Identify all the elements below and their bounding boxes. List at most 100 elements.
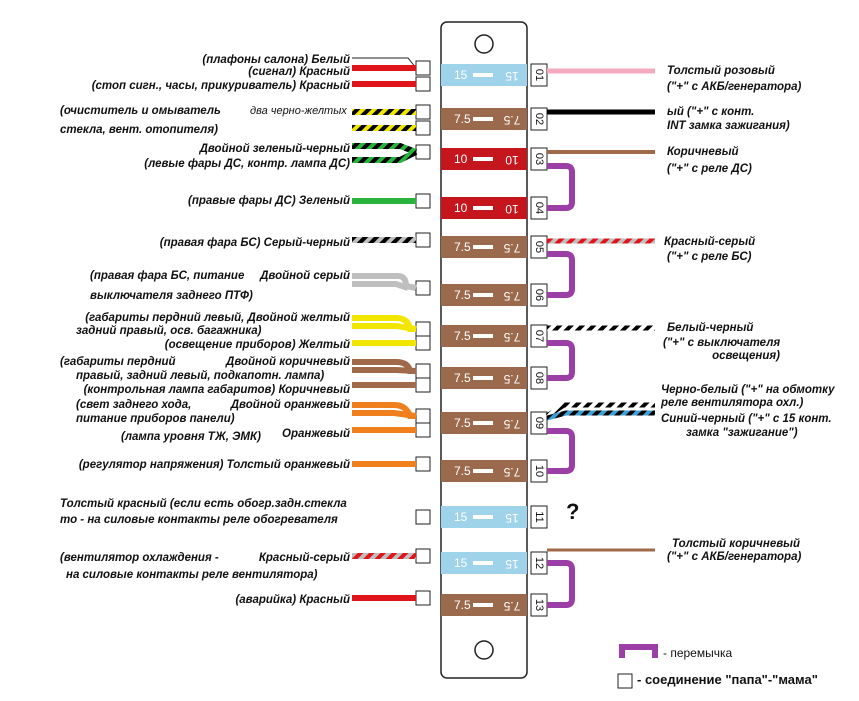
terminal-number-03: 03 — [533, 153, 545, 165]
fuse-13-link — [473, 603, 493, 607]
connector-left-12 — [415, 377, 431, 393]
terminal-number-10: 10 — [533, 465, 545, 477]
question-mark: ? — [566, 499, 580, 524]
jumper-05-06 — [547, 251, 575, 298]
mount-hole-bottom — [474, 640, 494, 660]
label-fuse01-right-desc: ("+" с АКБ/генератора) — [667, 81, 802, 93]
fuse-11-rating-mirror: 15 — [505, 511, 519, 525]
label-fuse09-right-wire1: Черно-белый ("+" на обмотку — [661, 384, 835, 396]
fuse-08-link — [473, 376, 493, 380]
jumper-12-13 — [547, 560, 575, 608]
fuse-04-link — [473, 206, 493, 210]
label-fuse03-right-wire: Коричневый — [667, 146, 739, 158]
fuse-03-rating: 10 — [454, 152, 468, 166]
label-fuse07-b: задний правый, осв. багажника) — [76, 325, 262, 337]
fuse-07-link — [473, 334, 493, 338]
label-fuse09-b: питание приборов панели) — [76, 413, 235, 425]
label-fuse07-right-desc: ("+" с выключателя — [663, 337, 781, 349]
legend-connector-symbol — [617, 673, 633, 689]
connector-left-5 — [415, 144, 431, 160]
connector-left-8 — [415, 280, 431, 296]
connector-left-6 — [415, 193, 431, 209]
fuse-09-rating: 7.5 — [454, 416, 471, 430]
fuse-13-rating-mirror: 7.5 — [503, 599, 520, 613]
connector-left-15 — [415, 456, 431, 472]
fuse-06-link — [473, 293, 493, 297]
mount-hole-top — [474, 34, 494, 54]
fuse-05-link — [473, 245, 493, 249]
wire-r09-black-white — [545, 402, 655, 419]
label-fuse08-c: (контрольная лампа габаритов) Коричневый — [83, 384, 350, 396]
label-fuse02-wire: два черно-желтых — [250, 105, 347, 117]
legend-connector-label: - соединение "папа"-"мама" — [637, 672, 818, 687]
terminal-right-02 — [530, 107, 548, 131]
label-fuse04: (правые фары ДС) Зеленый — [188, 195, 350, 207]
terminal-number-01: 01 — [533, 69, 545, 81]
label-fuse09-right-desc2: замка "зажигание") — [686, 427, 798, 439]
label-fuse06-desc: (правая фара БС, питание — [90, 270, 245, 282]
connector-left-16 — [415, 509, 431, 525]
label-fuse12-right-wire: Толстый коричневый — [672, 538, 801, 550]
connector-left-13 — [415, 408, 431, 424]
jumper-07-08 — [547, 340, 575, 381]
label-fuse09-wire2: Оранжевый — [282, 428, 350, 440]
fuse-10-rating: 7.5 — [454, 464, 471, 478]
terminal-right-01 — [530, 63, 548, 87]
label-fuse08-b: правый, задний левый, подкапотн. лампа) — [76, 370, 325, 382]
label-fuse10: (регулятор напряжения) Толстый оранжевый — [78, 459, 350, 471]
label-fuse11-a: Толстый красный (если есть обогр.задн.ст… — [60, 498, 347, 510]
fuse-06-rating: 7.5 — [454, 288, 471, 302]
terminal-number-07: 07 — [533, 330, 545, 342]
fuse-02-rating: 7.5 — [454, 112, 471, 126]
fuse-03-link — [473, 157, 493, 161]
fuse-11: 15 15 11 — [441, 505, 548, 529]
fuse-08-rating-mirror: 7.5 — [503, 372, 520, 386]
label-fuse09-right-desc1: реле вентилятора охл.) — [661, 397, 804, 409]
label-fuse07-c: (освещение приборов) Желтый — [164, 339, 350, 351]
label-fuse09-wire: Двойной оранжевый — [230, 399, 350, 411]
connector-left-1 — [415, 60, 431, 76]
label-fuse02-glass: стекла, вент. отопителя) — [60, 124, 218, 136]
label-fuse07-right-desc2: освещения) — [712, 350, 780, 362]
fuse-11-rating: 15 — [454, 510, 468, 524]
label-fuse09-right-wire2: Синий-черный ("+" с 15 конт. — [661, 413, 832, 425]
label-fuse06-wire: Двойной серый — [260, 270, 350, 282]
fuse-12-rating: 15 — [454, 556, 468, 570]
fuse-09-rating-mirror: 7.5 — [503, 417, 520, 431]
connector-left-10 — [415, 335, 431, 351]
label-fuse01-white: (плафоны салона) Белый — [202, 54, 350, 66]
terminal-right-09 — [530, 411, 548, 435]
wire-f03-green-black-2 — [352, 149, 418, 163]
fuse-02-link — [473, 117, 493, 121]
label-fuse06-desc2: выключателя заднего ПТФ) — [90, 290, 253, 302]
fuse-06-rating-mirror: 7.5 — [503, 289, 520, 303]
label-fuse12-a: (вентилятор охлаждения - — [60, 552, 219, 564]
terminal-right-11 — [530, 505, 548, 529]
fuse-01-rating-mirror: 15 — [505, 69, 519, 83]
connector-left-3 — [415, 104, 431, 120]
fuse-12-link — [473, 561, 493, 565]
terminal-number-13: 13 — [533, 599, 545, 611]
label-fuse01-right-wire: Толстый розовый — [667, 65, 775, 77]
label-fuse09-a: (свет заднего хода, — [76, 399, 192, 411]
label-fuse05-right-desc: ("+" с реле БС) — [667, 251, 752, 263]
fuse-07-rating-mirror: 7.5 — [503, 330, 520, 344]
label-fuse09-c: (лампа уровня ТЖ, ЭМК) — [121, 431, 261, 443]
connector-left-17 — [415, 548, 431, 564]
label-fuse07-right-wire: Белый-черный — [667, 322, 754, 334]
label-fuse02-right-desc: INT замка зажигания) — [667, 120, 790, 132]
fuse-04-rating: 10 — [454, 201, 468, 215]
label-fuse05-right-wire: Красный-серый — [664, 236, 756, 248]
terminal-number-11: 11 — [533, 511, 545, 522]
label-fuse11-b: то - на силовые контакты реле обогревате… — [60, 514, 338, 526]
connector-left-7 — [415, 232, 431, 248]
label-fuse05: (правая фара БС) Серый-черный — [159, 237, 350, 249]
